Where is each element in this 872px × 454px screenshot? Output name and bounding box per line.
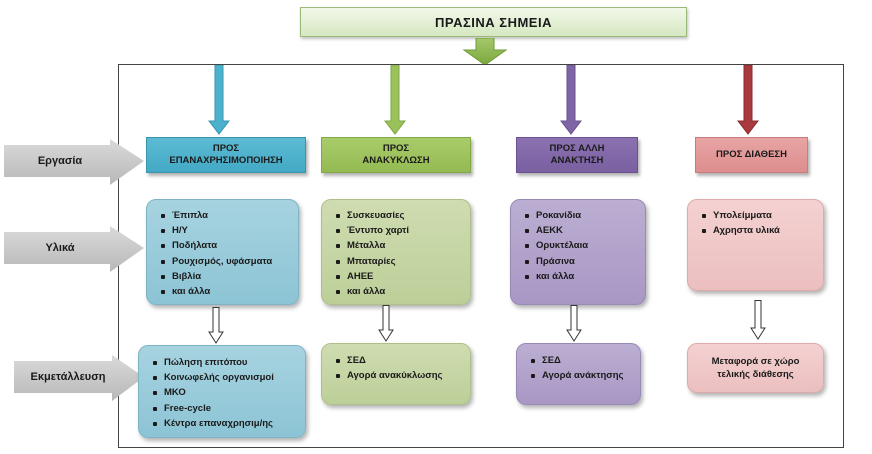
list-item: Μπαταρίες	[334, 254, 460, 269]
list-item: και άλλα	[334, 284, 460, 299]
list-item: Ορυκτέλαια	[523, 238, 635, 253]
header-other-recovery-text: ΠΡΟΣ ΑΛΛΗ ΑΝΑΚΤΗΣΗ	[549, 143, 605, 166]
row-label-exploitation: Εκμετάλλευση	[4, 355, 144, 401]
grey-arrow-icon	[14, 355, 144, 401]
header-reuse: ΠΡΟΣ ΕΠΑΝΑΧΡΗΣΙΜΟΠΟΙΗΣΗ	[146, 137, 306, 173]
page-title: ΠΡΑΣΙΝΑ ΣΗΜΕΙΑ	[300, 7, 687, 37]
list-item: Έπιπλα	[159, 208, 288, 223]
hollow-down-arrow-icon	[750, 300, 766, 340]
header-disposal: ΠΡΟΣ ΔΙΑΘΕΣΗ	[695, 137, 808, 173]
list-item: ΑΕΚΚ	[523, 223, 635, 238]
green-down-arrow-icon	[384, 65, 406, 135]
header-reuse-text: ΠΡΟΣ ΕΠΑΝΑΧΡΗΣΙΜΟΠΟΙΗΣΗ	[169, 143, 283, 166]
list-item: Αγορά ανάκτησης	[529, 368, 630, 383]
row-label-materials-text: Υλικά	[45, 242, 75, 254]
materials-box-recycling: Συσκευασίες Έντυπο χαρτί Μέταλλα Μπαταρί…	[321, 199, 471, 305]
list-item: Μέταλλα	[334, 238, 460, 253]
materials-box-disposal: Υπολείμματα Αχρηστα υλικά	[687, 199, 824, 291]
list-item: Πράσινα	[523, 254, 635, 269]
row-label-materials: Υλικά	[4, 226, 144, 272]
list-item: Έντυπο χαρτί	[334, 223, 460, 238]
red-down-arrow-icon	[737, 65, 759, 135]
list-item: Υπολείμματα	[700, 208, 813, 223]
header-recycling-text: ΠΡΟΣ ΑΝΑΚΥΚΛΩΣΗ	[362, 143, 430, 166]
list-item: Ροκανίδια	[523, 208, 635, 223]
list-item: Συσκευασίες	[334, 208, 460, 223]
grey-arrow-icon	[4, 139, 144, 185]
list-item: Η/Υ	[159, 223, 288, 238]
uses-box-other-recovery: ΣΕΔ Αγορά ανάκτησης	[516, 343, 641, 405]
blue-down-arrow-icon	[208, 65, 230, 135]
grey-arrow-icon	[4, 226, 144, 272]
header-other-recovery: ΠΡΟΣ ΑΛΛΗ ΑΝΑΚΤΗΣΗ	[516, 137, 638, 173]
materials-box-other-recovery: Ροκανίδια ΑΕΚΚ Ορυκτέλαια Πράσινα και άλ…	[510, 199, 646, 305]
title-down-arrow-icon	[462, 38, 508, 66]
list-item: ΑΗΕΕ	[334, 269, 460, 284]
uses-box-recycling: ΣΕΔ Αγορά ανακύκλωσης	[321, 343, 471, 405]
hollow-down-arrow-icon	[208, 307, 224, 344]
uses-box-disposal: Μεταφορά σε χώρο τελικής διάθεσης	[687, 343, 824, 393]
list-item: και άλλα	[159, 284, 288, 299]
header-disposal-text: ΠΡΟΣ ΔΙΑΘΕΣΗ	[716, 149, 787, 160]
list-item: Βιβλία	[159, 269, 288, 284]
list-item: ΣΕΔ	[529, 353, 630, 368]
hollow-down-arrow-icon	[566, 305, 582, 342]
uses-box-reuse: Πώληση επιτόπου Κοινωφελής οργανισμοί ΜΚ…	[138, 345, 306, 438]
materials-box-reuse: Έπιπλα Η/Υ Ποδήλατα Ρουχισμός, υφάσματα …	[146, 199, 299, 305]
list-item: ΜΚΟ	[151, 385, 295, 400]
row-label-work-text: Εργασία	[37, 155, 83, 167]
title-text: ΠΡΑΣΙΝΑ ΣΗΜΕΙΑ	[435, 14, 552, 30]
list-item: και άλλα	[523, 269, 635, 284]
list-item: Πώληση επιτόπου	[151, 355, 295, 370]
list-item: Ποδήλατα	[159, 238, 288, 253]
list-item: Ρουχισμός, υφάσματα	[159, 254, 288, 269]
row-label-work: Εργασία	[4, 139, 144, 185]
hollow-down-arrow-icon	[378, 305, 394, 342]
list-item: Αγορά ανακύκλωσης	[334, 368, 460, 383]
uses-disposal-text: Μεταφορά σε χώρο τελικής διάθεσης	[711, 356, 800, 380]
header-recycling: ΠΡΟΣ ΑΝΑΚΥΚΛΩΣΗ	[321, 137, 471, 173]
list-item: Αχρηστα υλικά	[700, 223, 813, 238]
list-item: ΣΕΔ	[334, 353, 460, 368]
purple-down-arrow-icon	[560, 65, 582, 135]
row-label-exploitation-text: Εκμετάλλευση	[30, 371, 106, 383]
list-item: Κέντρα επαναχρησιμ/ης	[151, 416, 295, 431]
list-item: Κοινωφελής οργανισμοί	[151, 370, 295, 385]
list-item: Free-cycle	[151, 401, 295, 416]
